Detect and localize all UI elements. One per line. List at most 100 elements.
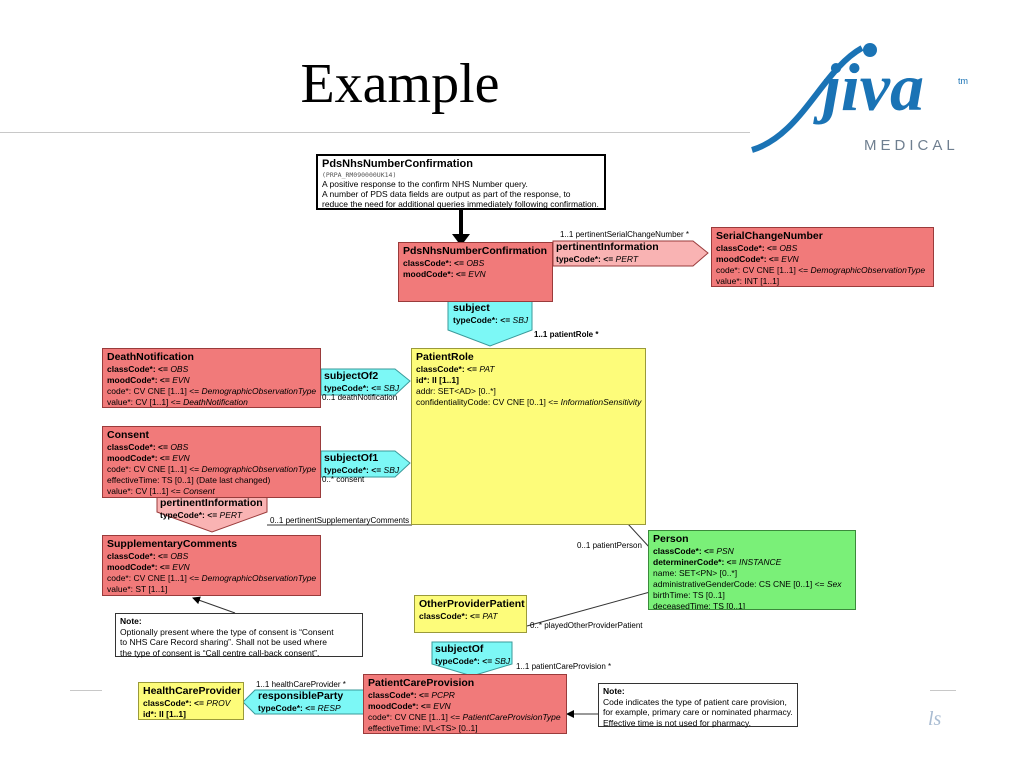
attribute-text: code*: CV CNE [1..1] <=	[107, 386, 202, 396]
attribute-vocab: EVN	[433, 701, 451, 711]
class-attribute: value*: INT [1..1]	[716, 276, 929, 286]
attribute-text: moodCode*: <=	[107, 453, 173, 463]
class-attribute: classCode*: <= OBS	[107, 364, 316, 375]
label-hcp-role: 1..1 healthCareProvider *	[256, 680, 346, 689]
class-name: PatientCareProvision	[368, 677, 475, 689]
attribute-vocab: PSN	[716, 546, 734, 556]
line-consent-note	[192, 596, 236, 614]
class-attribute: moodCode*: <= EVN	[107, 375, 316, 386]
class-attribute: moodCode*: <= EVN	[107, 562, 316, 573]
root-arrow-head	[452, 234, 470, 246]
attribute-text: deceasedTime: TS [0..1]	[653, 601, 746, 610]
class-attribute: moodCode*: <= EVN	[368, 701, 562, 712]
attribute-vocab: OBS	[170, 364, 189, 374]
attribute-vocab: EVN	[468, 269, 486, 279]
class-attribute: effectiveTime: TS [0..1] (Date last chan…	[107, 475, 316, 486]
class-name: SerialChangeNumber	[716, 230, 823, 242]
class-attribute: classCode*: <= PCPR	[368, 690, 562, 701]
attribute-vocab: INSTANCE	[738, 557, 782, 567]
logo-sub: MEDICAL	[864, 137, 959, 154]
class-name: SupplementaryComments	[107, 538, 238, 550]
class-attribute: code*: CV CNE [1..1] <= DemographicObser…	[107, 386, 316, 397]
note-consent-title: Note:	[120, 616, 142, 626]
class-attribute: code*: CV CNE [1..1] <= DemographicObser…	[107, 573, 316, 584]
attribute-vocab: Sex	[826, 579, 842, 589]
top-rule	[0, 132, 750, 133]
logo-dot	[863, 43, 877, 57]
root-desc-3: reduce the need for additional queries i…	[322, 199, 599, 209]
attribute-text: moodCode*: <=	[107, 562, 173, 572]
class-attribute: classCode*: <= PAT	[419, 611, 522, 622]
class-attribute: classCode*: <= OBS	[107, 551, 316, 562]
note-pcp-line-2: for example, primary care or nominated p…	[603, 707, 793, 717]
class-attribute: classCode*: <= OBS	[403, 258, 548, 269]
root-desc-1: A positive response to the confirm NHS N…	[322, 179, 528, 189]
class-attribute: moodCode*: <= EVN	[107, 453, 316, 464]
root-name: PdsNhsNumberConfirmation	[322, 158, 473, 170]
root-code: (PRPA_RM090000UK14)	[322, 171, 397, 179]
class-name: OtherProviderPatient	[419, 598, 525, 610]
class-attribute: value*: CV [1..1] <= DeathNotification	[107, 397, 316, 407]
subjectof1-shape	[320, 450, 411, 478]
bottom-rule-right	[930, 690, 956, 691]
class-attribute: value*: CV [1..1] <= Consent	[107, 486, 316, 497]
class-attribute: moodCode*: <= EVN	[716, 254, 929, 265]
note-pcp-line-3: Effective time is not used for pharmacy.	[603, 717, 752, 728]
pertinent-shape-2	[156, 496, 268, 533]
attribute-vocab: OBS	[466, 258, 485, 268]
attribute-text: determinerCode*: <=	[653, 557, 739, 567]
attribute-vocab: EVN	[172, 453, 190, 463]
attribute-text: effectiveTime: IVL<TS> [0..1]	[368, 723, 478, 733]
class-attribute: moodCode*: <= EVN	[403, 269, 548, 280]
slide-title: Example	[300, 53, 500, 115]
attribute-vocab: EVN	[172, 375, 190, 385]
class-attribute: id*: II [1..1]	[416, 375, 641, 386]
attribute-text: id*: II [1..1]	[143, 709, 186, 719]
subject-shape	[447, 300, 533, 347]
attribute-text: moodCode*: <=	[403, 269, 469, 279]
attribute-vocab: DemographicObservationType	[201, 573, 317, 583]
attribute-vocab: DeathNotification	[183, 397, 248, 407]
attribute-text: effectiveTime: TS [0..1] (Date last chan…	[107, 475, 271, 485]
class-attribute: value*: ST [1..1]	[107, 584, 316, 595]
attribute-vocab: PROV	[206, 698, 231, 708]
root-entry-box: PdsNhsNumberConfirmation (PRPA_RM090000U…	[316, 154, 606, 210]
attribute-text: classCode*: <=	[403, 258, 467, 268]
attribute-vocab: PatientCareProvisionType	[462, 712, 561, 722]
class-name: PdsNhsNumberConfirmation	[403, 245, 548, 257]
attribute-text: moodCode*: <=	[368, 701, 434, 711]
attribute-text: id*: II [1..1]	[416, 375, 459, 385]
class-name: PatientRole	[416, 351, 474, 363]
attribute-vocab: OBS	[170, 442, 189, 452]
label-death: 0..1 deathNotification	[322, 393, 398, 402]
attribute-text: classCode*: <=	[419, 611, 483, 621]
attribute-vocab: PCPR	[431, 690, 455, 700]
class-attribute: effectiveTime: IVL<TS> [0..1]	[368, 723, 562, 733]
attribute-text: administrativeGenderCode: CS CNE [0..1] …	[653, 579, 827, 589]
label-serial-role: 1..1 pertinentSerialChangeNumber *	[560, 230, 689, 239]
attribute-text: classCode*: <=	[143, 698, 207, 708]
logo-word: jiva	[813, 49, 924, 125]
attribute-text: classCode*: <=	[107, 551, 171, 561]
label-patient-role: 1..1 patientRole *	[534, 330, 599, 339]
class-name: Person	[653, 533, 689, 545]
label-person-role: 0..1 patientPerson	[577, 541, 642, 550]
attribute-vocab: PAT	[479, 364, 495, 374]
class-attribute: classCode*: <= OBS	[716, 243, 929, 254]
class-attribute: code*: CV CNE [1..1] <= DemographicObser…	[716, 265, 929, 276]
responsible-shape	[242, 689, 366, 715]
attribute-vocab: OBS	[170, 551, 189, 561]
class-attribute: classCode*: <= PAT	[416, 364, 641, 375]
class-attribute: deceasedTime: TS [0..1]	[653, 601, 851, 610]
class-attribute: administrativeGenderCode: CS CNE [0..1] …	[653, 579, 851, 590]
class-name: Consent	[107, 429, 149, 441]
attribute-text: name: SET<PN> [0..*]	[653, 568, 738, 578]
attribute-text: classCode*: <=	[653, 546, 717, 556]
attribute-text: classCode*: <=	[368, 690, 432, 700]
subjectof-shape	[431, 641, 513, 677]
